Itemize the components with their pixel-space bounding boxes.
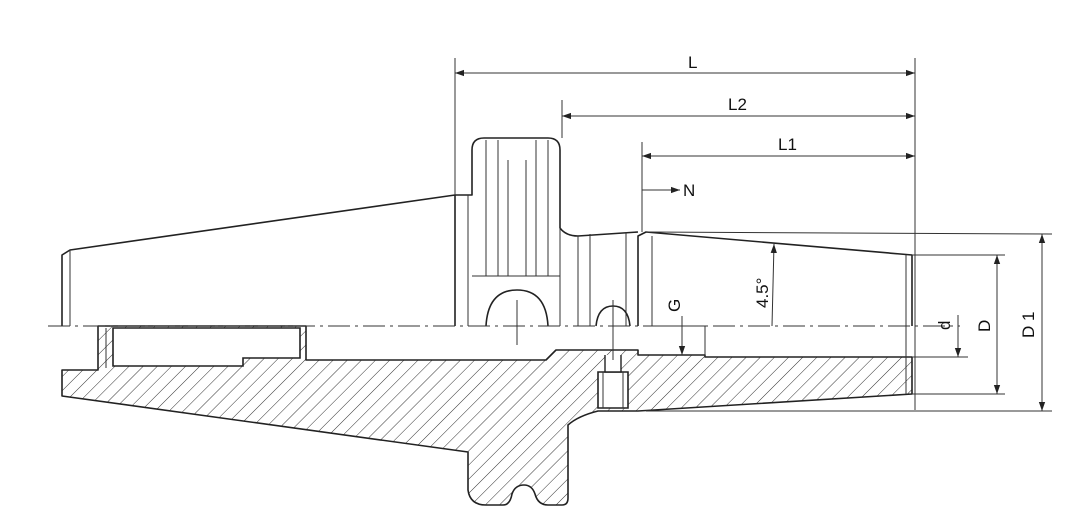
label-L: L <box>688 53 697 72</box>
taper-shank <box>61 194 456 326</box>
label-angle: 4.5° <box>753 278 772 308</box>
screw-head <box>604 355 622 373</box>
label-L2: L2 <box>728 95 747 114</box>
label-G: G <box>665 299 684 312</box>
label-D1: D 1 <box>1019 312 1038 338</box>
sectioned-body <box>61 325 913 506</box>
label-N: N <box>683 181 695 200</box>
key-slot <box>485 289 549 327</box>
angle-arc <box>770 243 777 327</box>
flange <box>454 137 639 326</box>
ext-D1-top <box>645 231 1053 235</box>
shank-bore <box>112 327 301 367</box>
label-L1: L1 <box>778 135 797 154</box>
label-D: D <box>975 320 994 332</box>
label-d: d <box>935 321 954 330</box>
